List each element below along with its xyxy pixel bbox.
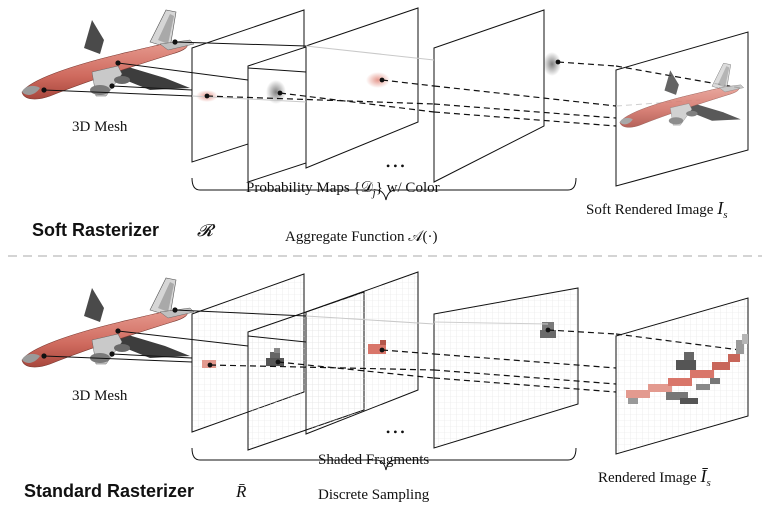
- rendered-image-label: Rendered Image Īs: [598, 466, 711, 489]
- rendered-pixel-airplane: [626, 334, 748, 404]
- rendered-image-plane: [615, 297, 749, 455]
- soft-dashed-lines: [206, 61, 741, 127]
- probability-map-plane: [305, 7, 419, 169]
- fragment-plane: [433, 287, 579, 449]
- soft-mesh-label: 3D Mesh: [72, 119, 128, 135]
- probability-maps-label: Probability Maps {𝒟j} w/ Color: [246, 180, 440, 199]
- shaded-fragments-label: Shaded Fragments: [318, 452, 429, 468]
- aggregate-function-label: Aggregate Function 𝒜(·): [285, 229, 437, 245]
- probability-blob: [366, 72, 390, 88]
- standard-ellipsis: • • •: [386, 425, 405, 439]
- standard-rasterizer-section: 3D Mesh: [21, 271, 749, 503]
- soft-projection-lines: [43, 41, 307, 97]
- standard-dashed-lines: [209, 329, 741, 393]
- soft-ellipsis: • • •: [386, 159, 405, 173]
- standard-airplane-mesh: [21, 277, 195, 368]
- soft-brace: [191, 177, 577, 201]
- probability-blob: [543, 52, 561, 76]
- standard-projection-lines: [43, 309, 307, 363]
- standard-rasterizer-title: Standard Rasterizer: [24, 481, 194, 501]
- soft-rasterizer-symbol: 𝓡: [197, 221, 216, 240]
- standard-brace: [191, 447, 577, 471]
- soft-rasterizer-section: 3D Mesh: [21, 7, 749, 245]
- fragment-plane: [305, 271, 419, 435]
- fragment-planes: [191, 271, 749, 455]
- probability-map-plane: [433, 9, 545, 183]
- soft-rendered-image-label: Soft Rendered Image Is: [586, 198, 728, 221]
- discrete-sampling-label: Discrete Sampling: [318, 487, 430, 503]
- standard-mesh-label: 3D Mesh: [72, 388, 128, 404]
- soft-rasterizer-title: Soft Rasterizer: [32, 220, 159, 240]
- standard-rasterizer-symbol: R̄: [235, 482, 247, 501]
- soft-airplane-mesh: [21, 9, 195, 100]
